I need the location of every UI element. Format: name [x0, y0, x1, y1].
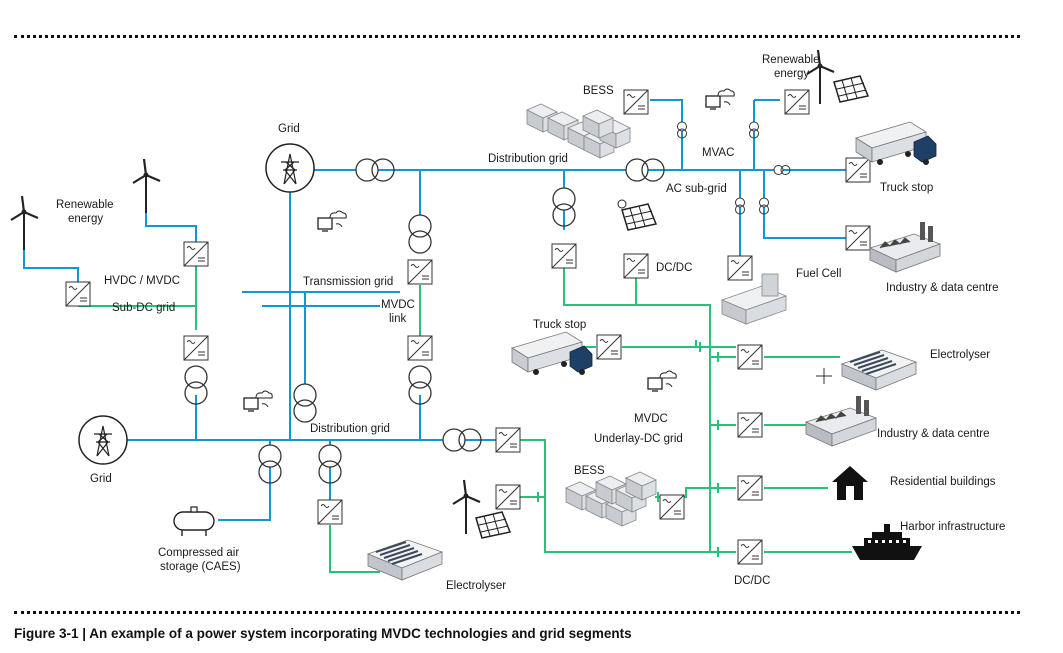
label-grid-top: Grid [278, 123, 300, 135]
label-fuel-cell: Fuel Cell [796, 268, 841, 280]
crosshair-icon [816, 368, 832, 384]
label-dcdc-bottom: DC/DC [734, 575, 770, 587]
label-industry-mid: Industry & data centre [877, 428, 990, 440]
converter-icon [845, 225, 871, 251]
label-mvdc-link-2: link [389, 313, 407, 325]
label-transmission: Transmission grid [303, 276, 393, 288]
label-electrolyser-right: Electrolyser [930, 349, 990, 361]
converter-icon [183, 335, 209, 361]
gas-tank-icon [173, 506, 215, 537]
battery-storage-icon [565, 471, 657, 527]
ac-lines [23, 99, 846, 521]
grid-tower-icon [265, 143, 315, 193]
label-harbor: Harbor infrastructure [900, 521, 1005, 533]
converter-icon [737, 344, 763, 370]
label-industry-top: Industry & data centre [886, 282, 999, 294]
transformer-icon [408, 214, 432, 254]
converter-icon [737, 475, 763, 501]
label-renewable-left-1: Renewable [56, 199, 114, 211]
transformer-icon [293, 383, 317, 423]
label-caes-1: Compressed air [158, 547, 239, 559]
label-distribution-top: Distribution grid [488, 153, 568, 165]
label-truck-stop-mid: Truck stop [533, 319, 586, 331]
label-dcdc-top: DC/DC [656, 262, 692, 274]
power-system-diagram: Grid Grid Renewable energy Renewable ene… [9, 48, 1005, 592]
converter-icon [407, 335, 433, 361]
solar-panel-icon [475, 511, 511, 539]
label-renewable-left-2: energy [68, 213, 103, 225]
figure-caption: Figure 3-1 | An example of a power syste… [14, 626, 632, 641]
house-icon [832, 466, 868, 500]
factory-icon [869, 221, 941, 273]
grid-tower-icon [78, 415, 128, 465]
label-bess-top: BESS [583, 85, 614, 97]
cloud-monitor-icon [317, 210, 347, 232]
label-caes-2: storage (CAES) [160, 561, 241, 573]
converter-icon [495, 427, 521, 453]
converter-icon [183, 241, 209, 267]
converter-icon [407, 259, 433, 285]
label-grid-left: Grid [90, 473, 112, 485]
dc-tick-marks [537, 290, 719, 557]
label-mvdc-link-1: MVDC [381, 299, 415, 311]
solar-panel-icon [833, 75, 869, 103]
bottom-dotted-rule [14, 611, 1020, 614]
label-mvdc: MVDC [634, 413, 668, 425]
label-mvac: MVAC [702, 147, 734, 159]
converter-icon [551, 243, 577, 269]
label-renewable-top-2: energy [774, 68, 809, 80]
fuel-cell-icon [721, 273, 787, 325]
label-sub-dc: Sub-DC grid [112, 302, 175, 314]
converter-icon [659, 494, 685, 520]
factory-icon [805, 395, 877, 447]
solar-panel-icon [617, 199, 657, 231]
cloud-monitor-icon [705, 88, 735, 110]
wind-turbine-icon [9, 194, 40, 252]
converter-icon [737, 539, 763, 565]
wind-turbine-icon [131, 157, 162, 215]
label-truck-stop-top: Truck stop [880, 182, 933, 194]
truck-icon [855, 121, 937, 166]
wind-turbine-icon [451, 478, 482, 536]
converter-icon [623, 89, 649, 115]
label-residential: Residential buildings [890, 476, 996, 488]
cloud-monitor-icon [243, 390, 273, 412]
converter-icon [727, 255, 753, 281]
label-electrolyser-bottom: Electrolyser [446, 580, 506, 592]
cloud-monitor-icon [647, 370, 677, 392]
electrolyser-icon [367, 539, 443, 581]
converter-icon [623, 253, 649, 279]
top-dotted-rule [14, 35, 1020, 38]
electrolyser-icon [841, 349, 917, 391]
label-distribution-bottom: Distribution grid [310, 423, 390, 435]
converter-icon [845, 157, 871, 183]
label-renewable-top-1: Renewable [762, 54, 820, 66]
converter-icon [65, 281, 91, 307]
converter-icon [495, 484, 521, 510]
label-underlay: Underlay-DC grid [594, 433, 683, 445]
converter-icon [317, 499, 343, 525]
label-ac-subgrid: AC sub-grid [666, 183, 727, 195]
converter-icon [596, 334, 622, 360]
battery-storage-icon [526, 103, 631, 159]
label-bess-mid: BESS [574, 465, 605, 477]
converter-icon [737, 412, 763, 438]
label-hvdc: HVDC / MVDC [104, 275, 180, 287]
converter-icon [784, 89, 810, 115]
truck-icon [511, 331, 593, 376]
